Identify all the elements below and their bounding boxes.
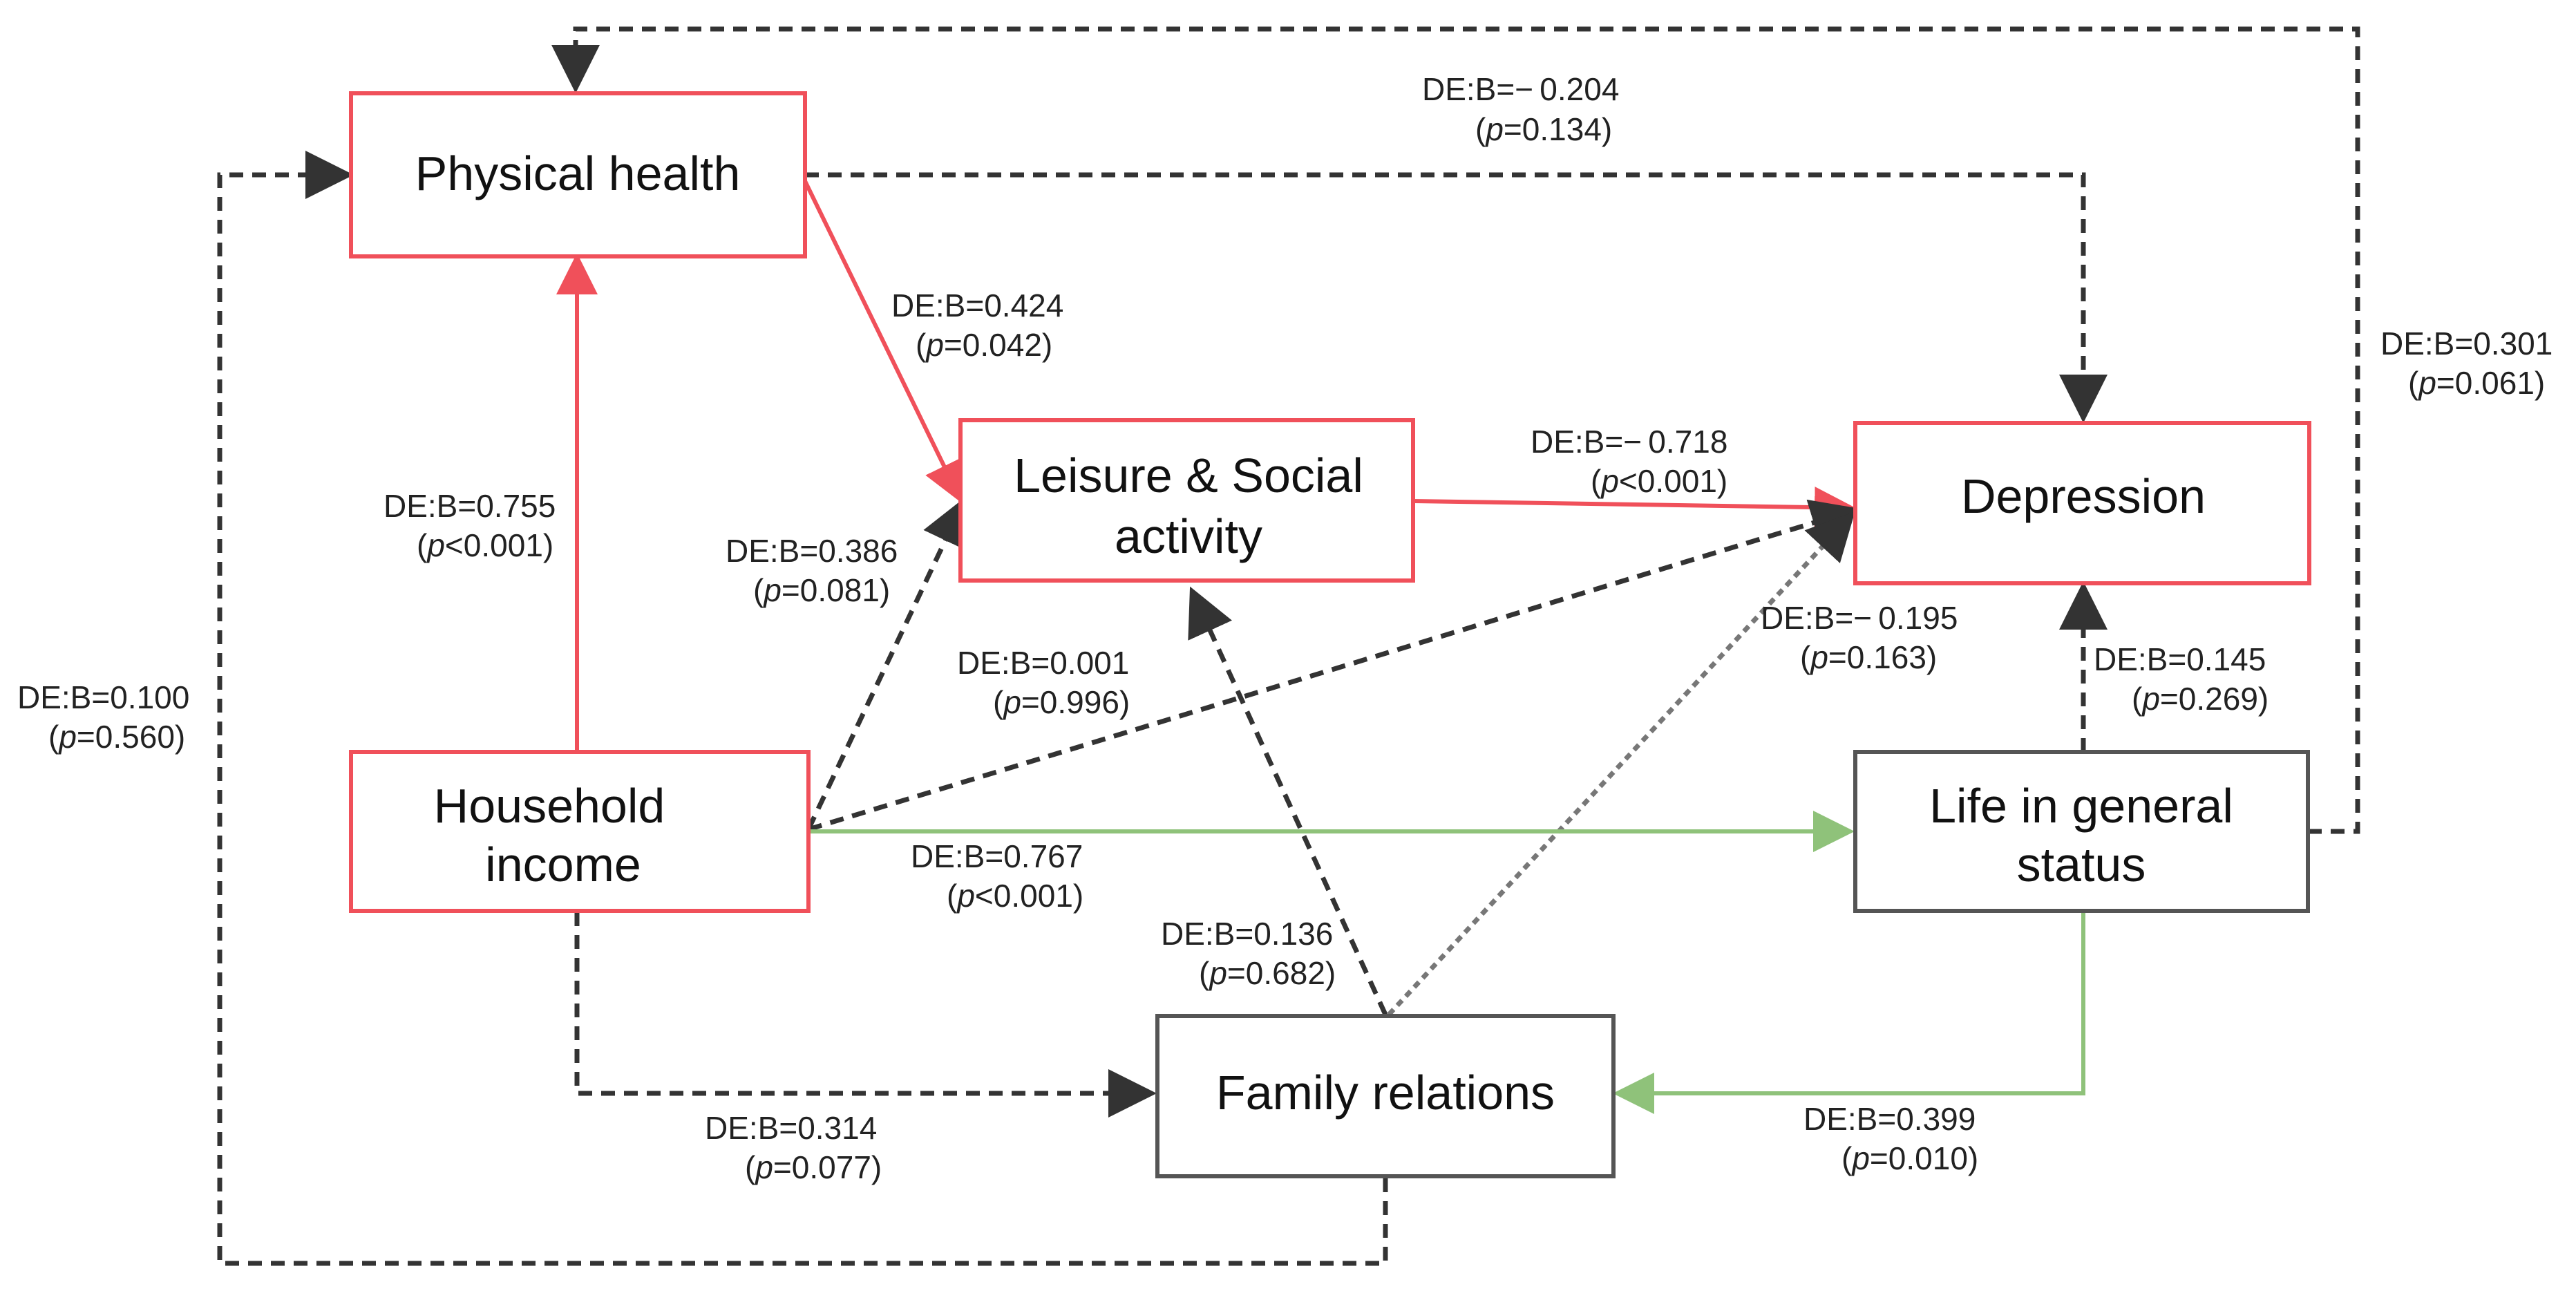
label-inc-dep-p: (p=0.996) <box>993 684 1130 720</box>
label-fam-ph-p: (p=0.560) <box>48 719 185 755</box>
label-life-dep-b: DE:B=0.145 <box>2094 641 2266 677</box>
node-life-label-line1: Life in general <box>1929 779 2233 833</box>
node-life-in-general-status: Life in general status <box>1853 750 2310 913</box>
edge-income-to-leisure <box>806 496 967 831</box>
label-income-to-physical-health: DE:B=0.755 (p<0.001) <box>383 488 556 563</box>
label-inc-life-b: DE:B=0.767 <box>911 838 1083 874</box>
label-fam-dep-b: DE:B=− 0.195 <box>1761 600 1958 636</box>
node-life-label-line2: status <box>2017 838 2146 892</box>
label-life-fam-p: (p=0.010) <box>1841 1140 1978 1176</box>
label-income-to-leisure: DE:B=0.386 (p=0.081) <box>726 533 898 608</box>
edge-family-to-physical-health <box>217 151 1388 1266</box>
node-physical-health: Physical health <box>349 91 807 258</box>
label-leisure-to-depression: DE:B=− 0.718 (p<0.001) <box>1531 424 1727 499</box>
label-fam-leisure-p: (p=0.682) <box>1199 955 1336 991</box>
label-physical-health-to-leisure: DE:B=0.424 (p=0.042) <box>891 288 1063 363</box>
label-ph-leisure-p: (p=0.042) <box>916 327 1052 363</box>
label-inc-ph-p: (p<0.001) <box>417 527 553 563</box>
node-household-income-line1: Household <box>434 779 665 833</box>
label-fam-ph-b: DE:B=0.100 <box>17 679 189 715</box>
label-ph-dep-b: DE:B=− 0.204 <box>1422 71 1619 107</box>
node-leisure-label-line1: Leisure & Social <box>1014 449 1363 502</box>
label-income-to-depression: DE:B=0.001 (p=0.996) <box>957 645 1130 720</box>
node-depression-label: Depression <box>1961 469 2206 523</box>
edge-family-to-leisure <box>1188 586 1388 1016</box>
label-income-to-life: DE:B=0.767 (p<0.001) <box>911 838 1083 914</box>
label-leisure-dep-p: (p<0.001) <box>1591 463 1727 499</box>
label-life-ph-p: (p=0.061) <box>2408 365 2545 401</box>
label-inc-fam-b: DE:B=0.314 <box>705 1110 877 1146</box>
label-family-to-leisure: DE:B=0.136 (p=0.682) <box>1161 916 1336 991</box>
label-life-to-physical-health: DE:B=0.301 (p=0.061) <box>2380 326 2553 401</box>
label-life-dep-p: (p=0.269) <box>2132 681 2269 717</box>
node-household-income-line2: income <box>485 838 641 892</box>
label-ph-dep-p: (p=0.134) <box>1475 111 1612 147</box>
node-family-relations-label: Family relations <box>1216 1066 1555 1120</box>
edge-life-to-physical-health <box>551 26 2360 834</box>
node-family-relations: Family relations <box>1155 1014 1616 1178</box>
edge-income-to-family <box>574 912 1157 1118</box>
label-inc-leisure-p: (p=0.081) <box>753 572 890 608</box>
label-inc-ph-b: DE:B=0.755 <box>383 488 556 524</box>
label-leisure-dep-b: DE:B=− 0.718 <box>1531 424 1727 460</box>
node-leisure-social-activity: Leisure & Social activity <box>958 418 1415 583</box>
edge-life-to-family <box>1613 911 2085 1114</box>
node-household-income: Household income <box>349 750 811 913</box>
edge-family-to-depression <box>1387 511 1855 1017</box>
label-fam-leisure-b: DE:B=0.136 <box>1161 916 1333 952</box>
edge-physical-health-to-leisure <box>803 180 963 504</box>
node-physical-health-label: Physical health <box>415 147 741 200</box>
label-inc-fam-p: (p=0.077) <box>745 1149 882 1185</box>
label-family-to-depression: DE:B=− 0.195 (p=0.163) <box>1761 600 1958 675</box>
label-family-to-physical-health: DE:B=0.100 (p=0.560) <box>17 679 189 755</box>
label-ph-leisure-b: DE:B=0.424 <box>891 288 1063 323</box>
label-physical-health-to-depression: DE:B=− 0.204 (p=0.134) <box>1422 71 1619 147</box>
label-income-to-family: DE:B=0.314 (p=0.077) <box>705 1110 882 1185</box>
label-life-fam-b: DE:B=0.399 <box>1803 1101 1976 1137</box>
label-life-to-depression: DE:B=0.145 (p=0.269) <box>2094 641 2269 717</box>
node-depression: Depression <box>1853 421 2311 585</box>
node-leisure-label-line2: activity <box>1115 509 1262 563</box>
label-fam-dep-p: (p=0.163) <box>1800 639 1937 675</box>
label-life-to-family: DE:B=0.399 (p=0.010) <box>1803 1101 1978 1176</box>
label-inc-life-p: (p<0.001) <box>947 878 1083 914</box>
edge-physical-health-to-depression <box>805 172 2108 423</box>
label-inc-leisure-b: DE:B=0.386 <box>726 533 898 569</box>
edge-leisure-to-depression <box>1412 487 1856 529</box>
label-inc-dep-b: DE:B=0.001 <box>957 645 1129 681</box>
label-life-ph-b: DE:B=0.301 <box>2380 326 2553 361</box>
